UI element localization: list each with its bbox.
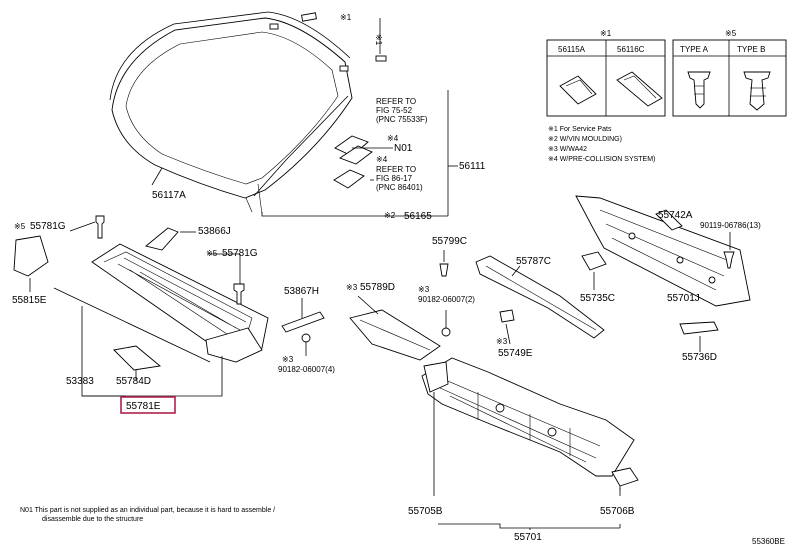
legend-type-b: TYPE B — [737, 45, 765, 54]
label-55799C: 55799C — [432, 236, 467, 247]
pad-55742A — [655, 209, 683, 231]
bracket-55736D — [679, 321, 719, 352]
label-56117A: 56117A — [152, 190, 186, 201]
side-cover-55815E — [13, 235, 49, 277]
sensor-bracket — [333, 135, 373, 189]
label-55781G-right: 55781G — [222, 248, 258, 259]
mark-x4-b: ※4 — [376, 155, 388, 164]
extension-55705B — [423, 361, 449, 393]
bracket-55749E — [499, 309, 515, 345]
refer1-line1: REFER TO — [376, 97, 416, 106]
label-55735C: 55735C — [580, 293, 615, 304]
label-53383: 53383 — [66, 376, 94, 387]
pad-55784D — [113, 345, 162, 371]
label-55781G-left: 55781G — [30, 221, 66, 232]
label-56111: 56111 — [459, 161, 486, 172]
glass-clip-top — [269, 12, 387, 72]
label-53867H: 53867H — [284, 286, 319, 297]
clip-55799C — [439, 250, 449, 277]
windshield-glass — [111, 17, 353, 215]
mark-x5-left: ※5 — [14, 222, 26, 231]
note-1: ※1 For Service Pats — [548, 126, 612, 133]
label-55787C: 55787C — [516, 256, 551, 267]
screw-90119 — [723, 232, 735, 269]
label-55701: 55701 — [514, 532, 542, 543]
clip-55781G-left — [95, 215, 105, 239]
refer2-line2: FIG 86-17 — [376, 174, 413, 183]
mark-x3-a: ※3 — [346, 283, 358, 292]
label-55706B: 55706B — [600, 506, 635, 517]
mark-x3-d: ※3 — [496, 337, 508, 346]
mark-x3-b: ※3 — [282, 355, 294, 364]
mark-x1-top: ※1 — [340, 13, 352, 22]
cowl-lower-leaders — [433, 392, 621, 530]
legend-part-56116C: 56116C — [617, 45, 645, 54]
mark-x1-right: ※1 — [374, 34, 383, 46]
refer2-line1: REFER TO — [376, 165, 416, 174]
refer2-line3: (PNC 86401) — [376, 183, 423, 192]
highlight-box-55781E — [120, 396, 176, 414]
note-2: ※2 W/VIN MOULDING) — [548, 136, 622, 143]
label-55781E: 55781E — [126, 401, 161, 412]
bracket-53866J — [145, 227, 179, 251]
legend-mark-x1: ※1 — [600, 29, 612, 38]
mark-x2: ※2 — [384, 211, 396, 220]
label-90119-06786: 90119-06786(13) — [700, 221, 761, 230]
mark-x4-a: ※4 — [387, 134, 399, 143]
label-90182-06007-4: 90182-06007(4) — [278, 365, 335, 374]
cowl-seal-strip — [53, 287, 211, 363]
label-55789D: 55789D — [360, 282, 395, 293]
bracket-55735C — [581, 251, 607, 290]
legend-mark-x5: ※5 — [725, 29, 737, 38]
label-N01: N01 — [394, 143, 413, 154]
windshield-moulding — [109, 11, 351, 197]
label-55701J: 55701J — [667, 293, 700, 304]
cowl-left-leaders — [29, 221, 241, 397]
mark-x3-c: ※3 — [418, 285, 430, 294]
cowl-panel-55701 — [421, 357, 635, 477]
label-55736D: 55736D — [682, 352, 717, 363]
label-55784D: 55784D — [116, 376, 151, 387]
label-55815E: 55815E — [12, 295, 47, 306]
note-3: ※3 W/WA42 — [548, 146, 587, 153]
figure-code: 55360BE — [752, 537, 785, 546]
windshield-leaders — [151, 18, 458, 217]
note-4: ※4 W/PRE-COLLISION SYSTEM) — [548, 156, 655, 163]
footnote-line2: disassemble due to the structure — [42, 516, 143, 523]
bracket-53867H — [281, 298, 325, 333]
legend-type-a: TYPE A — [680, 45, 709, 54]
label-56165: 56165 — [404, 211, 432, 222]
bolt-90182-4 — [301, 333, 311, 356]
label-55742A: 55742A — [658, 210, 693, 221]
label-90182-06007-2: 90182-06007(2) — [418, 295, 475, 304]
insulator-55789D — [349, 295, 441, 361]
label-53866J: 53866J — [198, 226, 231, 237]
refer1-line3: (PNC 75533F) — [376, 115, 428, 124]
clip-55781G-right — [233, 283, 245, 305]
dash-panel-55701J — [575, 195, 751, 307]
bolt-90182-2 — [441, 310, 451, 337]
footnote-line1: N01 This part is not supplied as an indi… — [20, 507, 275, 514]
cowl-ventilator-louver — [91, 243, 269, 363]
refer1-line2: FIG 75-52 — [376, 106, 413, 115]
legend-part-56115A: 56115A — [558, 45, 586, 54]
legend-box — [546, 39, 787, 117]
mark-x5-right: ※5 — [206, 249, 218, 258]
label-55749E: 55749E — [498, 348, 533, 359]
extension-55706B — [611, 467, 639, 487]
member-55787C — [475, 255, 605, 339]
label-55705B: 55705B — [408, 506, 443, 517]
